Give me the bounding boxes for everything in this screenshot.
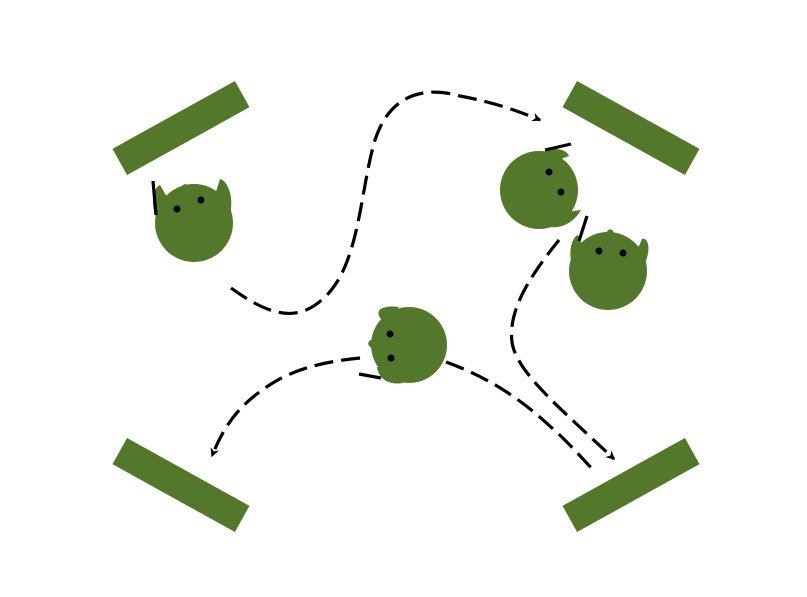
bar-bottom-right — [562, 437, 700, 533]
bar-top-right — [562, 80, 700, 176]
dashed-line-right — [445, 360, 597, 474]
figure-right — [569, 215, 649, 310]
bar-top-left — [112, 80, 250, 176]
bars-group — [112, 80, 700, 533]
figure-left — [151, 179, 233, 262]
paths-group — [210, 90, 616, 474]
dashed-arrow-top — [230, 90, 542, 315]
figure-top-right — [500, 142, 581, 229]
dashed-arrow-left — [210, 356, 361, 458]
figures-group — [151, 142, 649, 384]
figure-center — [358, 306, 447, 384]
bar-bottom-left — [112, 437, 250, 533]
dashed-arrow-right — [509, 238, 616, 461]
